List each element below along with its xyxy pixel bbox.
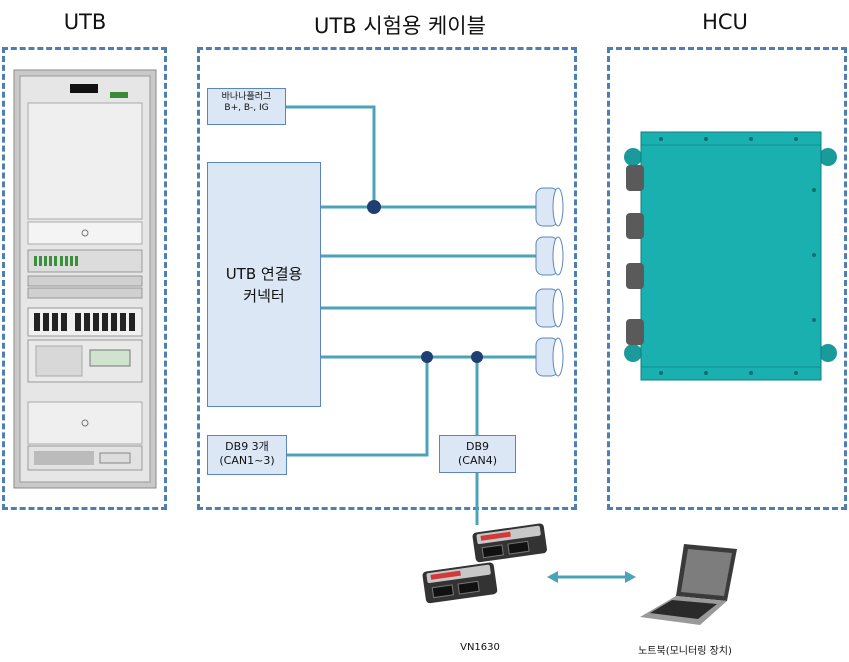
arrow-left-icon [547,571,558,583]
db9-label: DB9 [465,440,489,453]
banana-plug-box: 바나나플러그 B+, B-, IG [207,88,286,125]
utb-connector-label-1: UTB 연결용 [225,265,303,283]
db9x3-box: DB9 3개 (CAN1~3) [207,435,287,475]
laptop-caption: 노트북(모니터링 장치) [638,646,732,657]
utb-connector-label-2: 커넥터 [243,287,285,305]
cable-frame [197,47,577,510]
utb-connector-box: UTB 연결용 커넥터 [207,162,321,407]
arrow-right-icon [625,571,636,583]
db9-channel: (CAN4) [457,454,497,467]
db9x3-channels: (CAN1~3) [219,454,275,467]
utb-frame [2,47,167,510]
db9x3-label: DB9 3개 [225,440,269,453]
vn1630-caption: VN1630 [460,642,500,653]
hcu-title: HCU [702,10,748,34]
db9-can4-box: DB9 (CAN4) [439,435,516,473]
cable-wires [285,105,630,579]
utb-rack-image [13,69,157,489]
hcu-frame [607,47,847,510]
hcu-unit-image [624,131,837,381]
output-connectors [535,187,564,377]
laptop-image [640,544,737,625]
banana-plug-pins: B+, B-, IG [224,103,269,113]
cable-title: UTB 시험용 케이블 [314,14,486,38]
vn1630-device-image [422,523,547,604]
utb-title: UTB [63,10,107,34]
banana-plug-label: 바나나플러그 [221,92,272,102]
junction-nodes [367,200,483,363]
